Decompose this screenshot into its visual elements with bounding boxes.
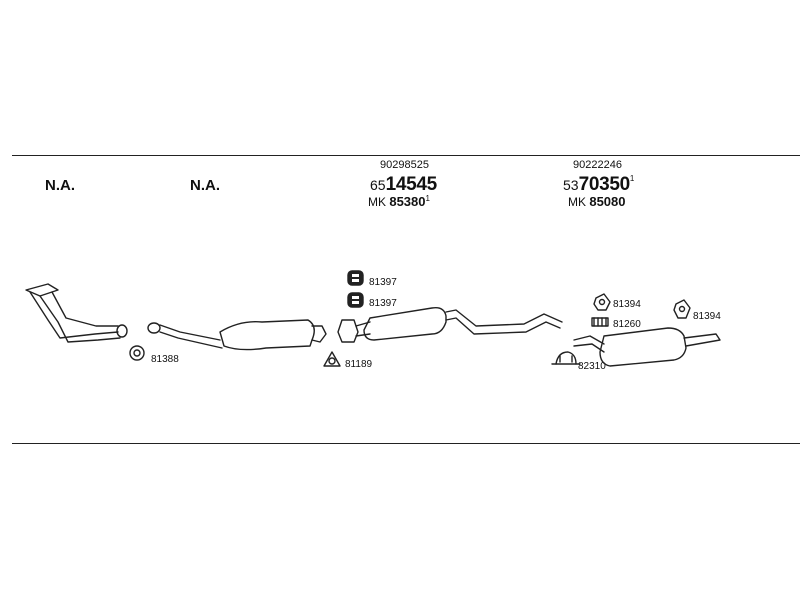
front-downpipe-part [25, 283, 128, 343]
clamp-icon [551, 351, 581, 365]
mk-label: MK [368, 195, 386, 209]
clamp-icon [591, 317, 609, 327]
column-4-mk-number: MK 85080 [568, 195, 626, 208]
top-divider-line [12, 155, 800, 156]
mk-number: 85380 [389, 194, 426, 209]
rubber-mount-icon [347, 292, 364, 308]
column-1-na-label: N.A. [45, 177, 75, 194]
column-3-mk-number: MK 853801 [368, 194, 430, 209]
column-4-oe-number: 90222246 [573, 159, 622, 171]
mk-superscript: 1 [425, 194, 430, 203]
ring-icon [129, 345, 145, 361]
part-number-superscript: 1 [629, 174, 635, 183]
column-3-oe-number: 90298525 [380, 159, 429, 171]
mk-label: MK [568, 195, 586, 209]
part-number-main: 14545 [385, 174, 438, 195]
middle-silencer-part [337, 306, 563, 343]
column-4-part-number: 53703501 [563, 174, 635, 195]
part-number-prefix: 65 [370, 177, 386, 193]
accessory-code-81394-b: 81394 [693, 311, 721, 322]
rubber-mount-icon [673, 299, 691, 319]
rubber-mount-icon [593, 293, 611, 311]
bottom-divider-line [12, 443, 800, 444]
accessory-code-81388: 81388 [151, 354, 179, 365]
rear-silencer-part [573, 327, 721, 367]
front-silencer-part [147, 319, 327, 351]
flange-gasket-icon [323, 351, 341, 367]
accessory-code-81260: 81260 [613, 319, 641, 330]
part-number-main: 70350 [578, 174, 631, 195]
mk-number: 85080 [589, 194, 626, 209]
part-number-prefix: 53 [563, 177, 579, 193]
accessory-code-81394-a: 81394 [613, 299, 641, 310]
column-3-part-number: 6514545 [370, 175, 437, 194]
accessory-code-81397-a: 81397 [369, 277, 397, 288]
accessory-code-82310: 82310 [578, 361, 606, 372]
accessory-code-81397-b: 81397 [369, 298, 397, 309]
accessory-code-81189: 81189 [345, 359, 373, 370]
column-2-na-label: N.A. [190, 177, 220, 194]
rubber-mount-icon [347, 270, 364, 286]
